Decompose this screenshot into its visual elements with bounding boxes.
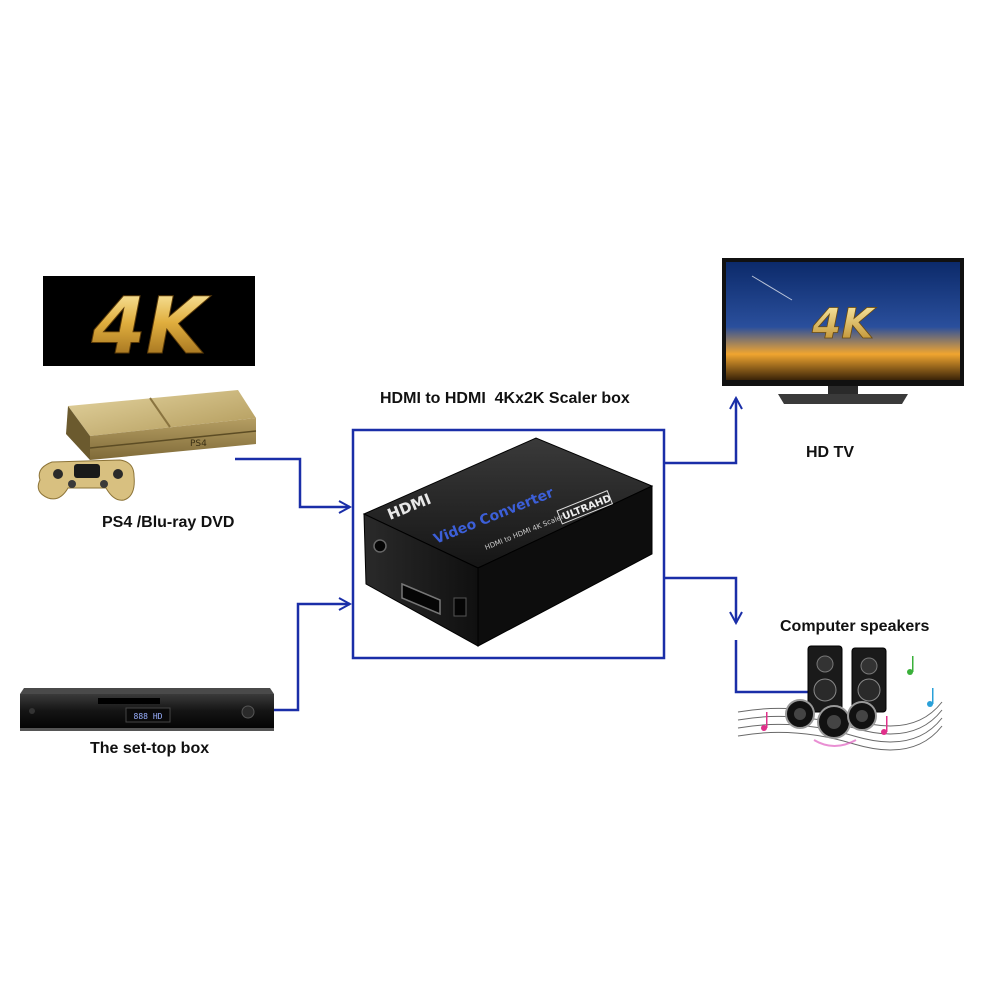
ps4-illustration: PS4 xyxy=(37,390,257,501)
tv-device: 4K xyxy=(722,258,964,410)
wire-ps4-to-converter xyxy=(235,457,350,507)
settop-display-text: 888 HD xyxy=(134,712,163,721)
settop-illustration: 888 HD xyxy=(20,688,274,731)
ps4-label: PS4 /Blu-ray DVD xyxy=(102,514,235,531)
tv-label: HD TV xyxy=(806,444,854,461)
speakers-device xyxy=(734,642,946,758)
converter-frame xyxy=(351,428,666,660)
logo-4k: 4K xyxy=(43,276,255,373)
converter-illustration: HDMI Video Converter HDMI to HDMI 4K Sca… xyxy=(362,437,654,647)
logo-4k-text: 4K xyxy=(91,282,212,366)
converter-hdmi-port xyxy=(401,582,441,616)
wire-converter-to-speakers xyxy=(664,576,736,623)
wire-settop-to-converter xyxy=(270,604,350,712)
wire-speakers-return xyxy=(734,640,808,694)
settop-device: 888 HD xyxy=(18,684,276,734)
diagram-title: HDMI to HDMI 4Kx2K Scaler box xyxy=(380,390,630,407)
converter-usb-port xyxy=(453,597,467,617)
speakers-illustration xyxy=(737,645,943,751)
converter-power-port xyxy=(373,539,387,553)
speakers-label: Computer speakers xyxy=(780,618,930,635)
wire-converter-to-tv xyxy=(664,398,736,465)
ps4-device: PS4 xyxy=(30,388,262,516)
converter-device: HDMI Video Converter HDMI to HDMI 4K Sca… xyxy=(358,434,658,654)
tv-illustration: 4K xyxy=(722,258,964,404)
music-notes xyxy=(761,656,934,735)
logo-4k-graphic: 4K xyxy=(43,276,255,373)
tv-screen-text: 4K xyxy=(811,299,877,348)
ps4-device-text: PS4 xyxy=(190,439,207,449)
settop-label: The set-top box xyxy=(90,740,210,757)
